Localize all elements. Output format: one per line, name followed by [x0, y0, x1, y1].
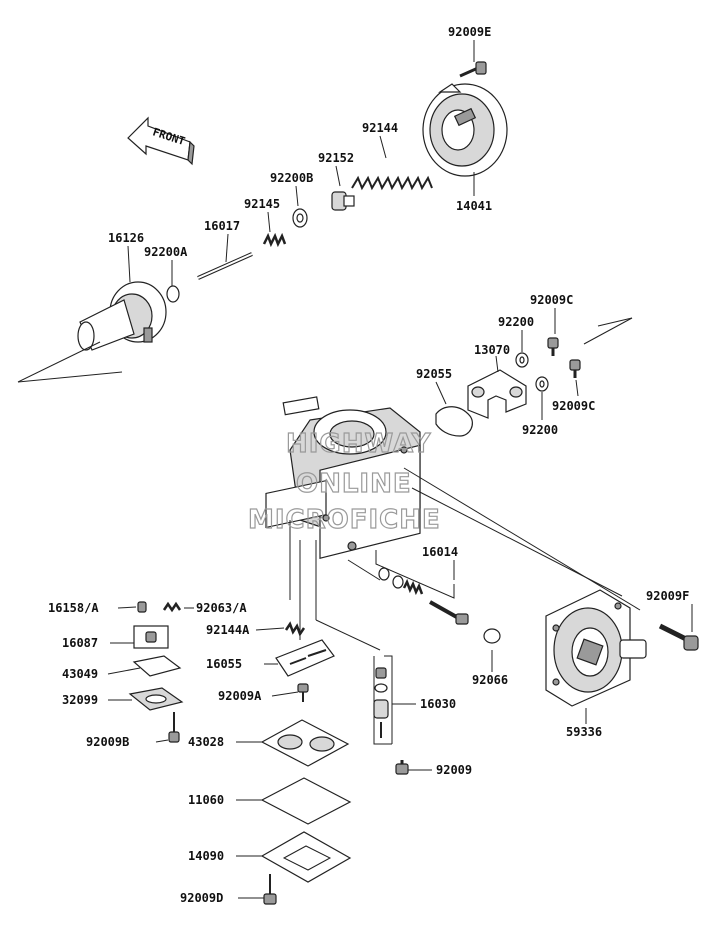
- label-92144A: 92144A: [206, 623, 250, 637]
- screw-92009C-top: [547, 337, 559, 356]
- gasket-92055: [435, 406, 473, 437]
- needle-valve-16014: [378, 567, 469, 625]
- screw-box-16087: [133, 625, 169, 649]
- label-43028: 43028: [188, 735, 224, 749]
- label-92145: 92145: [244, 197, 280, 211]
- spring-92145: [262, 232, 287, 248]
- carburetor-body: [265, 396, 421, 559]
- watermark-line-2: ONLINE: [296, 469, 412, 499]
- cover-14090: [260, 831, 352, 883]
- fitting-92152: [331, 191, 355, 211]
- label-16014: 16014: [422, 545, 458, 559]
- label-16158A: 16158/A: [48, 601, 99, 615]
- bracket-13070: [467, 369, 527, 419]
- screw-92009: [395, 760, 409, 775]
- spring-92144A: [284, 621, 306, 637]
- choke-piston-assembly: [77, 281, 167, 351]
- diaphragm-cover: [422, 83, 508, 177]
- label-92009D: 92009D: [180, 891, 223, 905]
- label-92200A: 92200A: [144, 245, 188, 259]
- label-92152: 92152: [318, 151, 354, 165]
- label-16030: 16030: [420, 697, 456, 711]
- watermark-line-1: HIGHWAY: [286, 429, 432, 459]
- washer-92200-bottom: [535, 376, 549, 392]
- gasket-11060: [260, 777, 352, 825]
- label-59336: 59336: [566, 725, 602, 739]
- screw-92009D: [263, 874, 277, 905]
- label-92009: 92009: [436, 763, 472, 777]
- label-92063A: 92063/A: [196, 601, 247, 615]
- label-16017: 16017: [204, 219, 240, 233]
- label-92200-top: 92200: [498, 315, 534, 329]
- spring-92144: [351, 175, 433, 191]
- screw-92009A: [297, 683, 309, 702]
- label-16126: 16126: [108, 231, 144, 245]
- bolt-92009F: [658, 623, 699, 651]
- front-arrow-icon: FRONT: [127, 116, 195, 166]
- screw-16158A: [137, 601, 147, 613]
- needle-16017: [197, 252, 253, 280]
- label-16055: 16055: [206, 657, 242, 671]
- label-92200B: 92200B: [270, 171, 313, 185]
- diaphragm-43028: [260, 719, 350, 767]
- label-92009A: 92009A: [218, 689, 262, 703]
- plug-92066: [483, 628, 501, 644]
- screw-92009E: [459, 61, 487, 78]
- label-11060: 11060: [188, 793, 224, 807]
- label-43049: 43049: [62, 667, 98, 681]
- screw-92009B: [168, 712, 180, 743]
- label-92009C-bottom: 92009C: [552, 399, 595, 413]
- label-92066: 92066: [472, 673, 508, 687]
- label-92009E: 92009E: [448, 25, 491, 39]
- label-32099: 32099: [62, 693, 98, 707]
- part-labels: 92009E 92144 92152 92200B 14041 92145 16…: [48, 25, 689, 905]
- washer-92200A: [166, 285, 180, 303]
- label-13070: 13070: [474, 343, 510, 357]
- label-92009B: 92009B: [86, 735, 129, 749]
- leader-lines: [107, 40, 693, 899]
- gasket-43049: [132, 655, 182, 677]
- fuel-pump-59336: [545, 589, 647, 707]
- washer-92200-top: [515, 352, 529, 368]
- label-92200-bottom: 92200: [522, 423, 558, 437]
- jet-assembly-16030: [373, 667, 389, 738]
- label-14041: 14041: [456, 199, 492, 213]
- watermark-line-3: MICROFICHE: [248, 505, 441, 535]
- label-14090: 14090: [188, 849, 224, 863]
- label-92009F: 92009F: [646, 589, 689, 603]
- label-92144: 92144: [362, 121, 398, 135]
- screw-92009C-bottom: [569, 359, 581, 378]
- label-16087: 16087: [62, 636, 98, 650]
- label-92009C-top: 92009C: [530, 293, 573, 307]
- label-92055: 92055: [416, 367, 452, 381]
- screw-92063A: [162, 601, 182, 613]
